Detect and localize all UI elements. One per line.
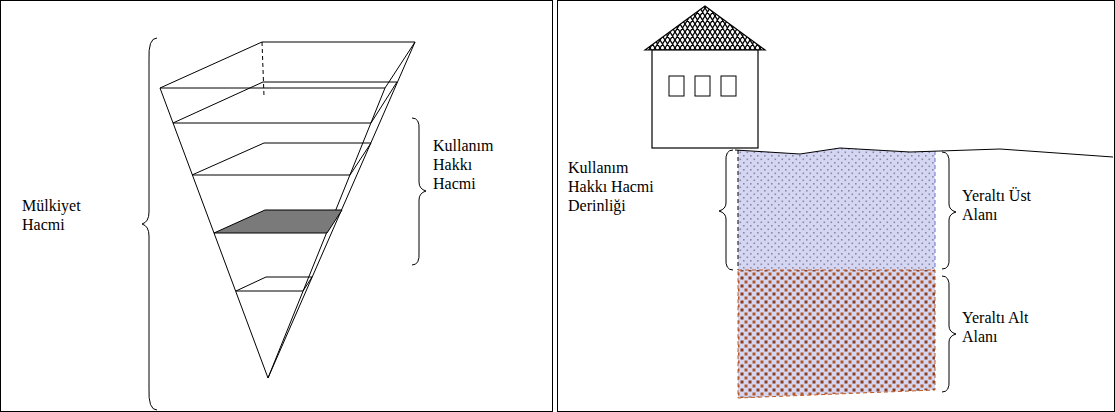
band-border [935, 151, 936, 270]
lower-underground-band [738, 270, 935, 398]
label-text: Mülkiyet Hacmi [22, 196, 94, 234]
band-border [738, 270, 935, 398]
window [721, 76, 736, 96]
house-roof [645, 6, 765, 50]
band-border [738, 150, 739, 270]
label-text: Yeraltı Üst Alanı [962, 186, 1052, 224]
panel-frame [558, 1, 1115, 412]
brace [412, 118, 426, 265]
brace [942, 276, 956, 392]
upper-underground-band [738, 148, 935, 270]
window [695, 76, 710, 96]
brace [719, 150, 733, 270]
pyramid [160, 42, 415, 378]
brace [142, 38, 157, 410]
panel-frame [1, 1, 553, 412]
window [669, 76, 684, 96]
label-text: Yeraltı Alt Alanı [962, 308, 1052, 346]
house-body [652, 50, 758, 148]
label-text: Kullanım Hakkı Hacmi [433, 136, 507, 194]
label-text: Kullanım Hakkı Hacmi Derinliği [568, 158, 662, 216]
ground-line [735, 148, 1113, 157]
brace [942, 152, 956, 269]
